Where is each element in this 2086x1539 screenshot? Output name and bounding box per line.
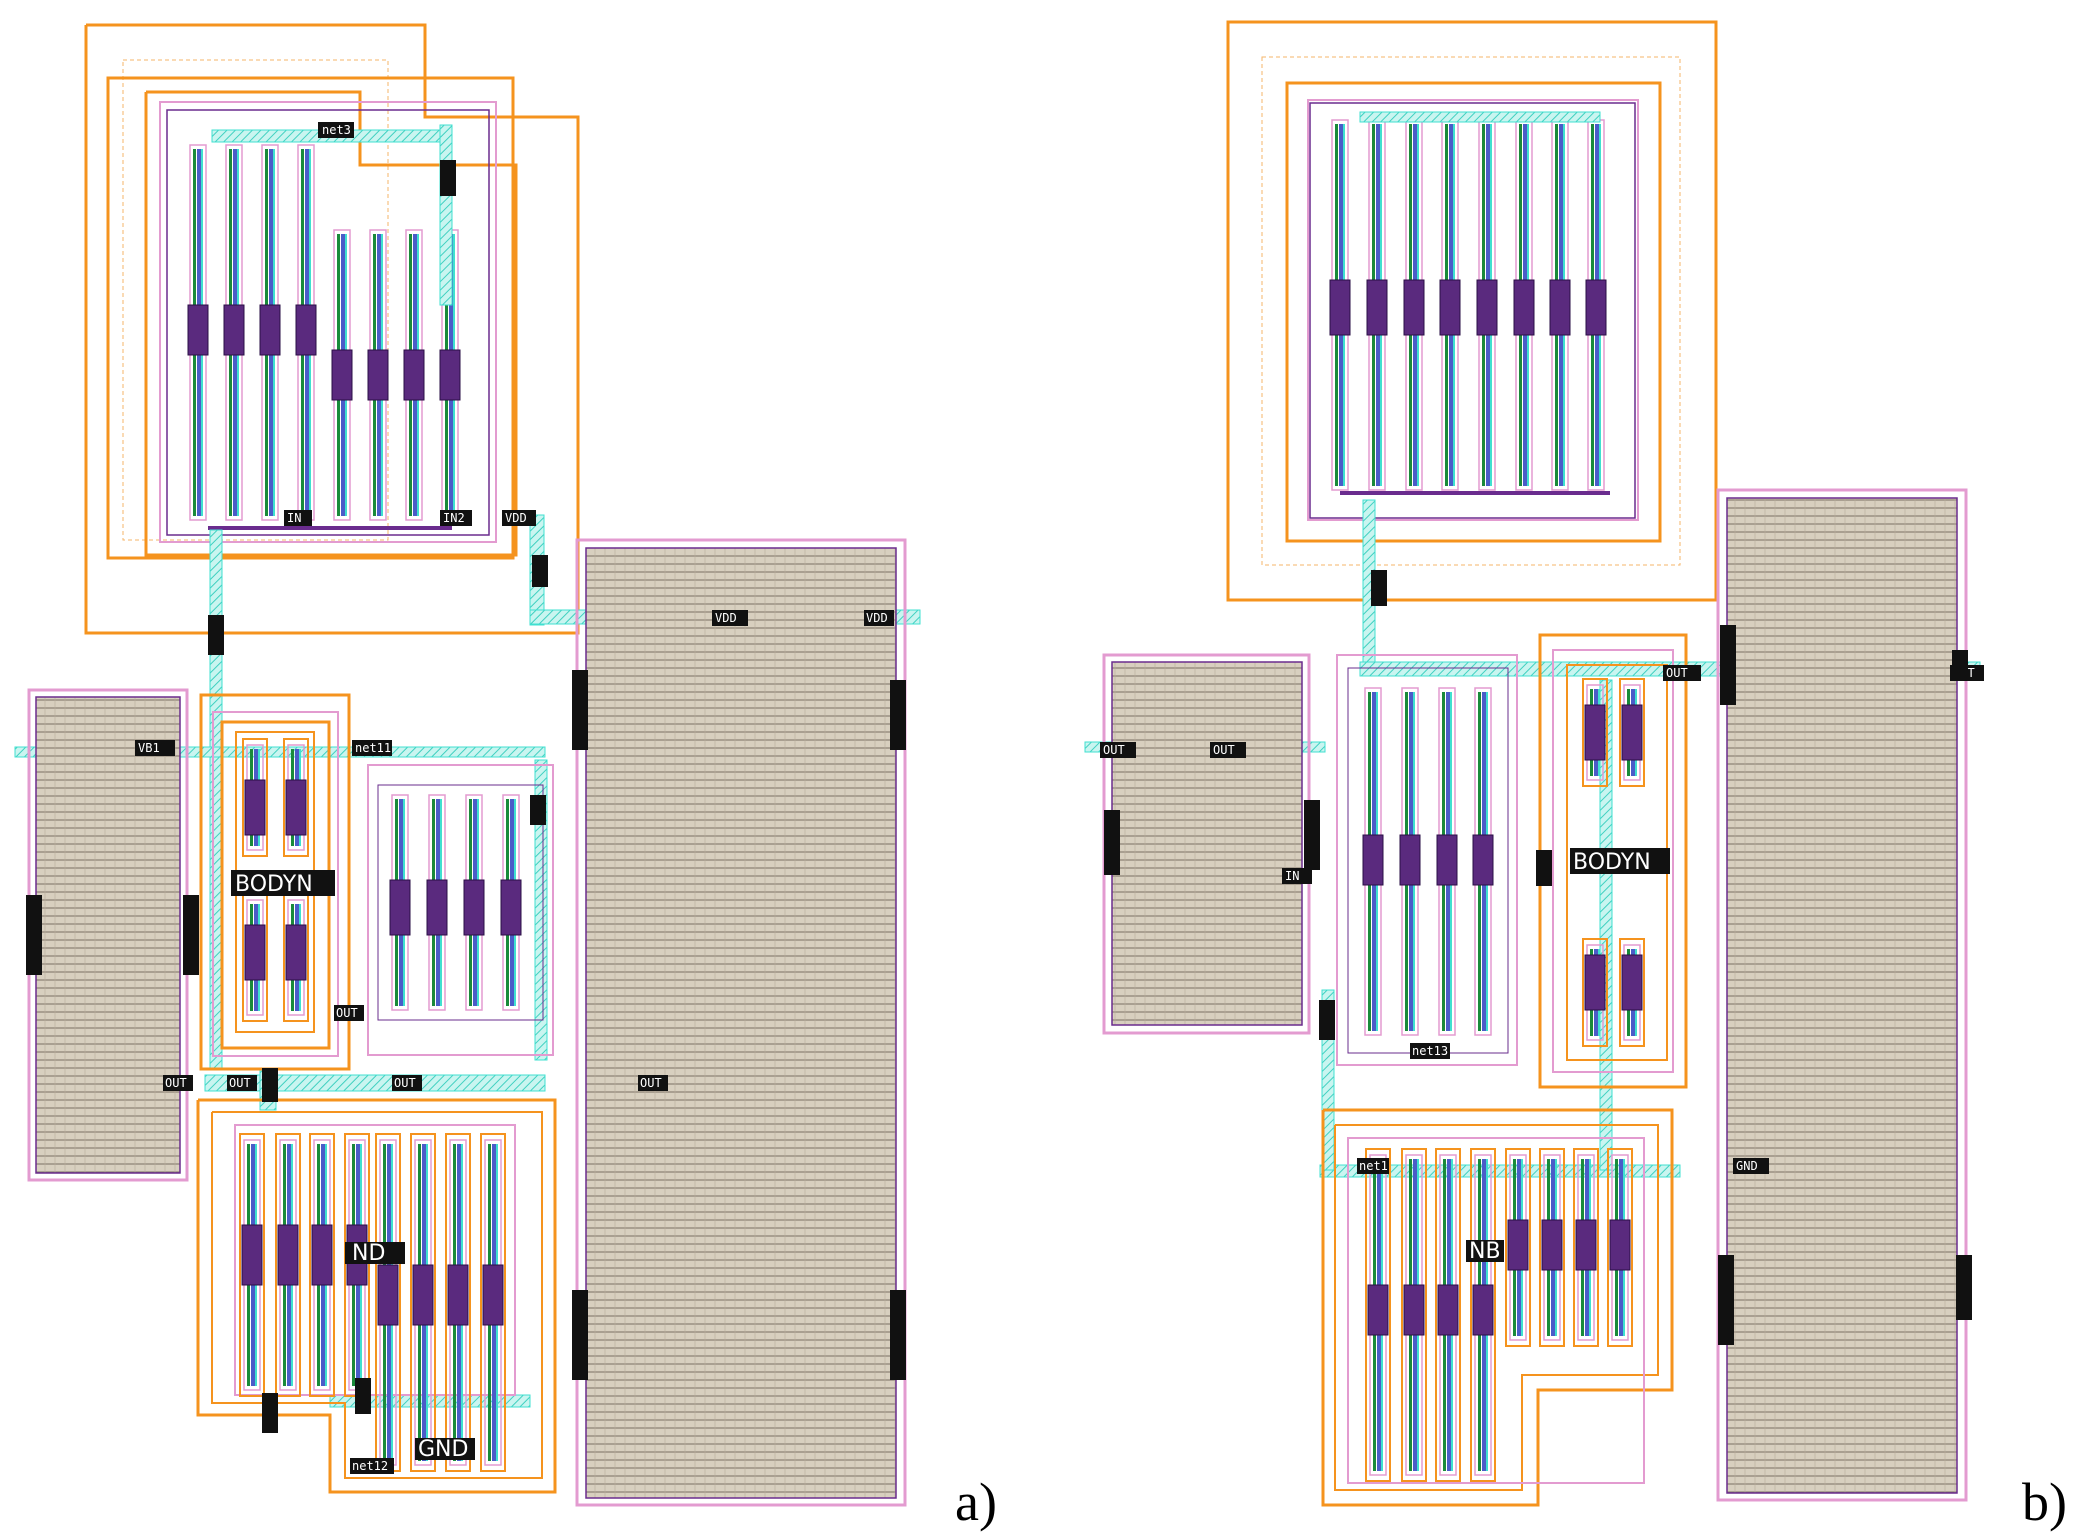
transistor-finger <box>187 144 209 521</box>
net-label: IN <box>1285 869 1299 883</box>
transistor-finger <box>283 893 309 1022</box>
transistor-finger <box>1401 1148 1427 1482</box>
transistor-finger <box>426 794 448 1011</box>
net-label: OUT <box>1103 743 1125 757</box>
nmos-block-bottom-b <box>1321 1108 1674 1507</box>
transistor-finger <box>259 144 281 521</box>
transistor-finger <box>1513 119 1535 491</box>
transistor-finger <box>445 1133 471 1472</box>
transistor-finger <box>1365 1148 1391 1482</box>
transistor-finger <box>1470 1148 1496 1482</box>
nmos-block-mid-b <box>1336 654 1518 1066</box>
net-label: VB1 <box>138 741 160 755</box>
bodyn-block-b <box>1538 633 1688 1089</box>
transistor-finger <box>375 1133 401 1472</box>
bodyn-label: BODYN <box>235 872 313 897</box>
transistor-finger <box>463 794 485 1011</box>
transistor-finger <box>239 1133 265 1397</box>
transistor-finger <box>1582 938 1608 1047</box>
transistor-finger <box>1472 687 1494 1036</box>
transistor-finger <box>242 893 268 1022</box>
transistor-finger <box>1476 119 1498 491</box>
net-labels-a: net3 IN IN2 VDD VDD VDD net11 VB1 BODYN … <box>26 122 906 1474</box>
transistor-finger <box>1607 1148 1633 1347</box>
bodyn-label: BODYN <box>1573 850 1651 875</box>
transistor-finger <box>1549 119 1571 491</box>
net-label: net1 <box>1359 1159 1388 1173</box>
net-label: OUT <box>640 1076 662 1090</box>
transistor-finger <box>1505 1148 1531 1347</box>
net-label: net12 <box>352 1459 388 1473</box>
transistor-finger <box>283 738 309 857</box>
layout-panel-a: net3 IN IN2 VDD VDD VDD net11 VB1 BODYN … <box>14 23 997 1532</box>
transistor-finger <box>331 229 353 521</box>
transistor-finger <box>500 794 522 1011</box>
nmos-block-bottom-a <box>196 1098 557 1494</box>
net-label: OUT <box>394 1076 416 1090</box>
net-label: OUT <box>336 1006 358 1020</box>
layout-panel-b: OUT OUT OUT OUT IN BODYN net13 net1 NB G… <box>1084 20 2067 1532</box>
net-label: OUT <box>229 1076 251 1090</box>
net-label: OUT <box>165 1076 187 1090</box>
gnd-label: GND <box>418 1437 468 1462</box>
net-label: VDD <box>505 511 527 525</box>
nmos-block-mid-a <box>367 764 554 1056</box>
transistor-finger <box>1619 938 1645 1047</box>
nd-label: ND <box>352 1241 385 1266</box>
net-label: net13 <box>1412 1044 1448 1058</box>
net-labels-b: OUT OUT OUT OUT IN BODYN net13 net1 NB G… <box>1100 570 1984 1345</box>
transistor-finger <box>275 1133 301 1397</box>
pmos-block-top <box>84 23 580 635</box>
transistor-finger <box>1582 678 1608 787</box>
transistor-finger <box>1573 1148 1599 1347</box>
pmos-block-top-b <box>1226 20 1718 602</box>
transistor-finger <box>1539 1148 1565 1347</box>
transistor-finger <box>480 1133 506 1472</box>
panel-caption-b: b) <box>2022 1472 2067 1532</box>
transistor-finger <box>1439 119 1461 491</box>
net-label: VDD <box>715 611 737 625</box>
transistor-finger <box>1435 1148 1461 1482</box>
transistor-finger <box>223 144 245 521</box>
transistor-finger <box>1403 119 1425 491</box>
pad-right-a <box>575 538 907 1507</box>
transistor-finger <box>1366 119 1388 491</box>
net-label: net11 <box>355 741 391 755</box>
net-label: net3 <box>322 123 351 137</box>
nb-label: NB <box>1469 1239 1501 1264</box>
net-label: IN2 <box>443 511 465 525</box>
pad-right-b <box>1716 488 1968 1502</box>
pad-left-b <box>1102 653 1311 1035</box>
transistor-finger <box>439 229 461 521</box>
transistor-finger <box>367 229 389 521</box>
transistor-finger <box>1436 687 1458 1036</box>
net-label: OUT <box>1213 743 1235 757</box>
transistor-finger <box>242 738 268 857</box>
net-label: GND <box>1736 1159 1758 1173</box>
transistor-finger <box>1362 687 1384 1036</box>
pad-left-a <box>27 688 189 1182</box>
transistor-finger <box>309 1133 335 1397</box>
transistor-finger <box>1619 678 1645 787</box>
transistor-finger <box>1399 687 1421 1036</box>
net-label: VDD <box>866 611 888 625</box>
transistor-finger <box>389 794 411 1011</box>
transistor-finger <box>295 144 317 521</box>
transistor-finger <box>403 229 425 521</box>
transistor-finger <box>1329 119 1351 491</box>
panel-caption-a: a) <box>955 1472 997 1532</box>
transistor-finger <box>410 1133 436 1472</box>
net-label: IN <box>287 511 301 525</box>
transistor-finger <box>1585 119 1607 491</box>
net-label: OUT <box>1666 666 1688 680</box>
